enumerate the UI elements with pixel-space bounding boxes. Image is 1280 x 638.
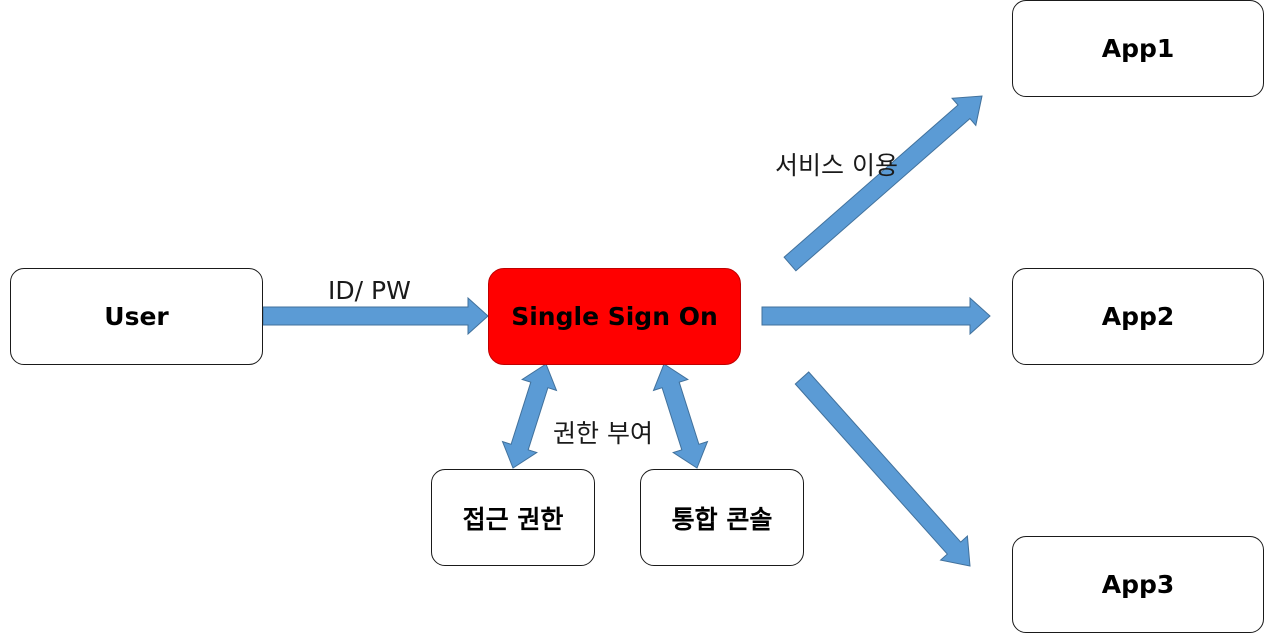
arrow-sso-to-app3 xyxy=(794,371,971,567)
access-permission-node: 접근 권한 xyxy=(431,469,595,566)
arrow-sso-to-app1 xyxy=(783,95,983,272)
app1-node: App1 xyxy=(1012,0,1264,97)
grant-permission-edge-label: 권한 부여 xyxy=(553,419,653,448)
integrated-console-label: 통합 콘솔 xyxy=(671,504,773,534)
arrow-sso-to-app2 xyxy=(761,296,991,336)
user-node: User xyxy=(10,268,263,365)
user-node-label: User xyxy=(104,302,169,331)
app2-label: App2 xyxy=(1101,302,1175,331)
service-use-edge-label: 서비스 이용 xyxy=(775,151,898,180)
app3-label: App3 xyxy=(1101,570,1175,599)
id-pw-edge-label: ID/ PW xyxy=(328,276,411,305)
arrow-sso-access-bidirectional xyxy=(501,363,558,469)
single-sign-on-node: Single Sign On xyxy=(488,268,741,365)
access-permission-label: 접근 권한 xyxy=(462,504,564,534)
arrow-user-to-sso xyxy=(262,296,489,336)
app1-label: App1 xyxy=(1101,34,1175,63)
app3-node: App3 xyxy=(1012,536,1264,633)
app2-node: App2 xyxy=(1012,268,1264,365)
single-sign-on-label: Single Sign On xyxy=(511,302,718,331)
arrow-sso-console-bidirectional xyxy=(652,363,709,469)
integrated-console-node: 통합 콘솔 xyxy=(640,469,804,566)
